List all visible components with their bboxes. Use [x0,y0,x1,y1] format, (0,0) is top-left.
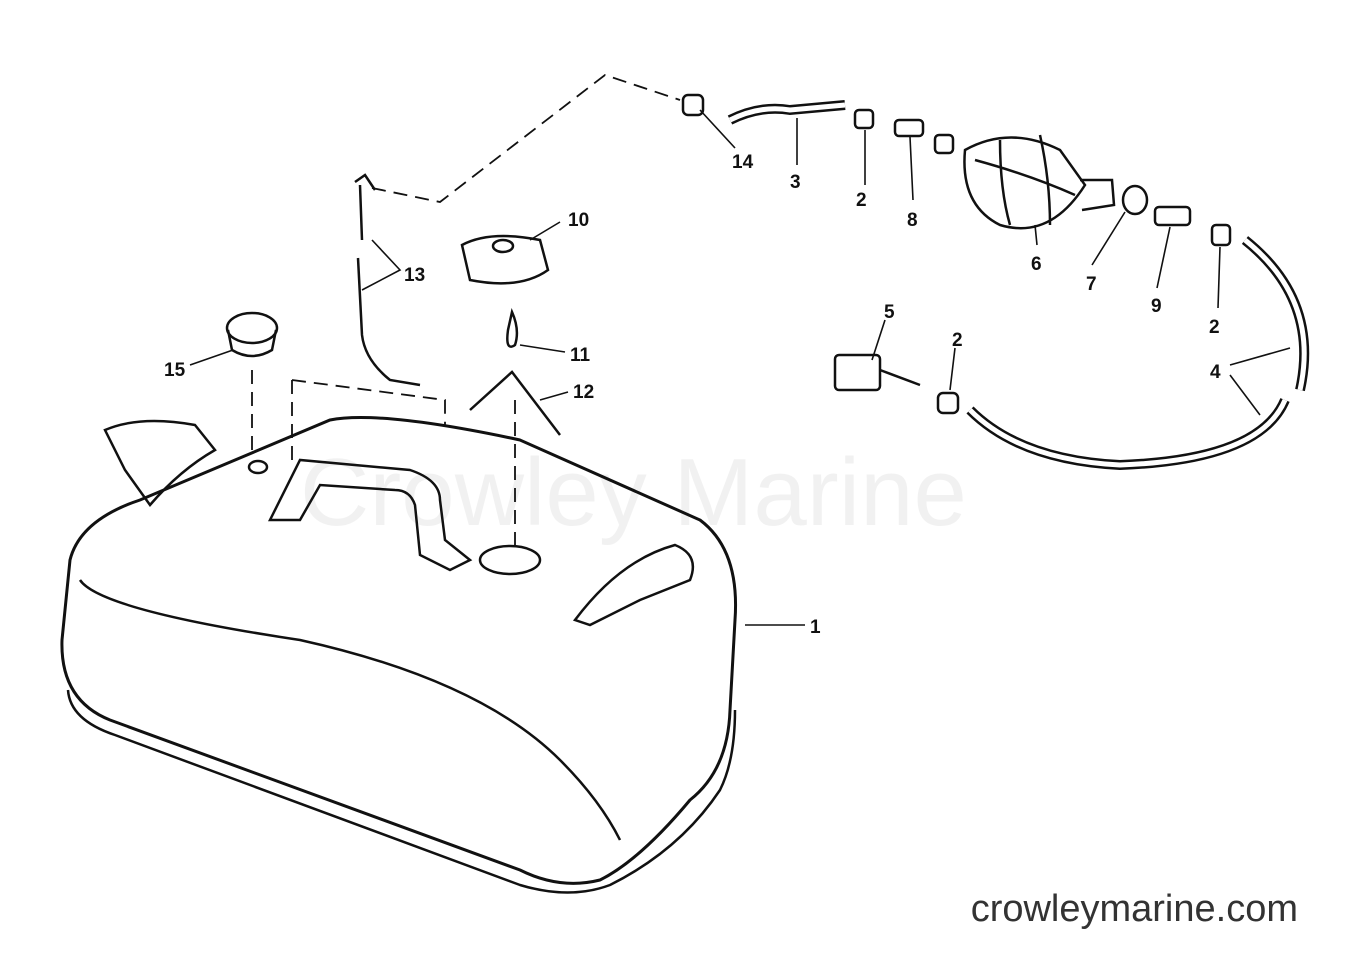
callout-8: 8 [907,210,918,231]
fuel-tank [60,416,738,885]
callout-6: 6 [1031,254,1042,275]
callout-4: 4 [1210,362,1221,383]
callout-12: 12 [573,382,594,403]
site-url: crowleymarine.com [970,888,1298,930]
filler-neck [478,544,542,576]
clamp-7 [1121,184,1149,216]
diagram-lines [60,73,1310,894]
callout-2: 2 [1209,317,1220,338]
callout-2: 2 [952,330,963,351]
check-valve-8 [893,118,925,138]
clamp-2c [936,391,960,415]
callout-15: 15 [164,360,186,381]
clamp-2b [1210,223,1232,247]
vent-knob [225,311,279,345]
callout-3: 3 [790,172,801,193]
connector-5 [833,353,882,392]
callout-7: 7 [1086,274,1097,295]
callout-13: 13 [404,265,425,286]
callout-9: 9 [1151,296,1162,317]
watermark: Crowley Marine [300,439,967,546]
fitting-14 [681,93,705,117]
callout-2: 2 [856,190,867,211]
callout-10: 10 [568,210,589,231]
callout-14: 14 [732,152,754,173]
callout-1: 1 [810,617,821,638]
right-grip [572,543,695,627]
fuel-cap [460,234,550,285]
callout-5: 5 [884,302,895,323]
callouts: 14 3 2 8 10 6 7 9 2 13 11 12 15 5 2 4 1 [164,152,1221,638]
left-grip [103,419,217,508]
hose-4 [966,236,1310,471]
valve-9 [1153,205,1192,227]
primer-bulb [963,136,1087,230]
tank-handle [267,458,473,572]
callout-11: 11 [570,345,591,366]
clamp-2 [853,108,875,130]
pickup-tube [356,184,421,387]
